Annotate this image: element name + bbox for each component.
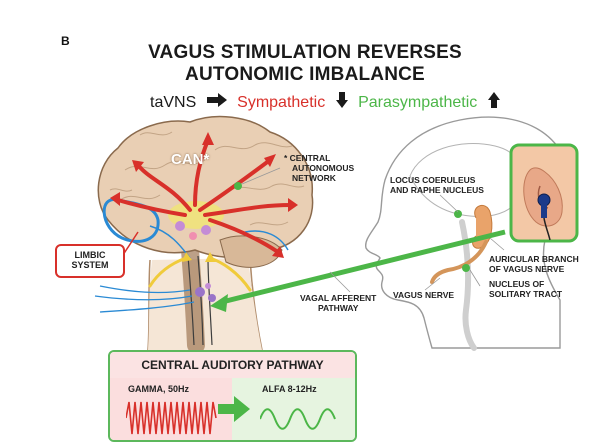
nucleus-pink bbox=[189, 232, 197, 240]
up-arrow-icon bbox=[487, 92, 500, 113]
title-line-2: AUTONOMIC IMBALANCE bbox=[185, 64, 425, 85]
limbic-line-2: SYSTEM bbox=[71, 260, 109, 270]
locus-label: LOCUS COERULEUS AND RAPHE NUCLEUS bbox=[390, 175, 484, 195]
title-line-1: VAGUS STIMULATION REVERSES bbox=[148, 42, 462, 63]
red-arrow-heads bbox=[110, 132, 298, 258]
vagal-line-1: VAGAL AFFERENT bbox=[300, 293, 377, 303]
nucleus-purple-1 bbox=[175, 221, 185, 231]
vagal-afferent-arrowhead bbox=[210, 294, 228, 312]
locus-line-1: LOCUS COERULEUS bbox=[390, 175, 476, 185]
can-note-line-2: AUTONOMOUS bbox=[292, 163, 355, 173]
can-note-line-1: * CENTRAL bbox=[284, 153, 331, 163]
profile-brainstem bbox=[459, 219, 477, 351]
subtitle: taVNS Sympathetic Parasympathetic bbox=[150, 92, 506, 113]
alfa-label: ALFA 8-12Hz bbox=[262, 384, 317, 394]
down-arrow-icon bbox=[335, 92, 348, 113]
can-dot bbox=[234, 182, 242, 190]
ear-inset bbox=[509, 143, 579, 243]
nucleus-purple-2 bbox=[201, 225, 211, 235]
panel-letter: B bbox=[61, 34, 70, 48]
auricular-line-2: OF VAGUS NERVE bbox=[489, 264, 565, 274]
can-label: CAN* bbox=[171, 151, 210, 168]
auditory-title: CENTRAL AUDITORY PATHWAY bbox=[110, 352, 355, 378]
nucleus-line-2: SOLITARY TRACT bbox=[489, 289, 563, 299]
auditory-pathway-box: CENTRAL AUDITORY PATHWAY GAMMA, 50Hz ALF… bbox=[108, 350, 357, 442]
vagal-afferent-label: VAGAL AFFERENT PATHWAY bbox=[300, 293, 376, 313]
gamma-label: GAMMA, 50Hz bbox=[128, 384, 190, 394]
nts-dot bbox=[462, 264, 470, 272]
alfa-wave-icon bbox=[260, 408, 336, 430]
vagal-afferent-line bbox=[221, 229, 506, 305]
nucleus-purple-5 bbox=[205, 283, 211, 289]
transition-arrow-icon bbox=[218, 396, 250, 422]
limbic-system-box: LIMBIC SYSTEM bbox=[55, 244, 125, 278]
vagal-line-2: PATHWAY bbox=[317, 303, 359, 313]
tavns-label: taVNS bbox=[150, 93, 197, 111]
gamma-wave-icon bbox=[126, 401, 217, 435]
gamma-panel: GAMMA, 50Hz bbox=[110, 378, 232, 440]
brainstem bbox=[181, 241, 205, 354]
profile-vagus-nerve bbox=[430, 240, 488, 284]
can-note: * CENTRAL AUTONOMOUS NETWORK bbox=[284, 153, 354, 183]
nerve-fibers bbox=[94, 285, 195, 313]
nucleus-purple-4 bbox=[208, 294, 216, 302]
parasympathetic-label: Parasympathetic bbox=[358, 93, 478, 111]
limbic-line-1: LIMBIC bbox=[74, 250, 106, 260]
nucleus-purple-3 bbox=[195, 287, 205, 297]
nucleus-label: NUCLEUS OF SOLITARY TRACT bbox=[489, 279, 562, 299]
alfa-panel: ALFA 8-12Hz bbox=[232, 378, 355, 440]
vagus-nerve-label: VAGUS NERVE bbox=[393, 290, 455, 300]
sympathetic-label: Sympathetic bbox=[237, 93, 326, 111]
profile-head-outline bbox=[364, 116, 562, 349]
locus-dot bbox=[454, 210, 462, 218]
neck-fill bbox=[148, 258, 262, 350]
right-arrow-icon bbox=[206, 93, 227, 112]
nucleus-line-1: NUCLEUS OF bbox=[489, 279, 545, 289]
auricular-line-1: AURICULAR BRANCH bbox=[489, 254, 579, 264]
auricular-label: AURICULAR BRANCH OF VAGUS NERVE bbox=[489, 254, 579, 274]
locus-line-2: AND RAPHE NUCLEUS bbox=[390, 185, 484, 195]
can-note-line-3: NETWORK bbox=[292, 173, 336, 183]
